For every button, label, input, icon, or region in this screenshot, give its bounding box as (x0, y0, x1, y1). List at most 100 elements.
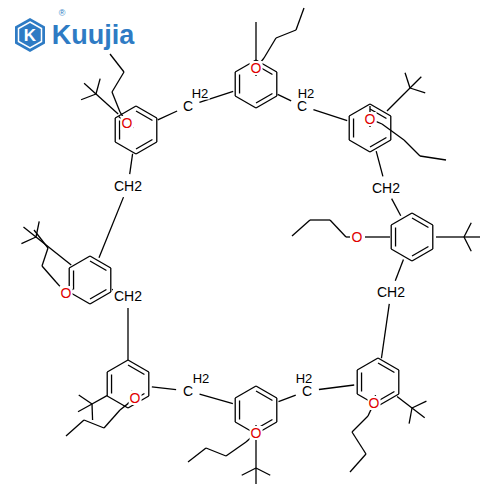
bond-line (464, 237, 471, 251)
bond-line (412, 247, 428, 257)
logo-wordmark: Kuujia (51, 22, 136, 49)
bond-line (112, 92, 120, 112)
bond-line (96, 94, 118, 114)
bond-line (73, 271, 74, 290)
bond-line (410, 88, 425, 93)
bond-line (352, 432, 366, 454)
bond-line (256, 468, 270, 475)
bond-line (111, 375, 112, 394)
bond-line (276, 72, 277, 96)
bond-line (110, 54, 124, 72)
bond-line (242, 468, 256, 475)
bond-line (276, 398, 277, 422)
bond-line (84, 83, 96, 94)
bond-line (357, 370, 358, 394)
bond-line (365, 236, 390, 237)
methylene-group: CH2 (376, 285, 406, 299)
bond-line (92, 396, 107, 404)
bond-line (104, 410, 120, 428)
bond-line (410, 77, 421, 88)
bond-line (34, 230, 48, 248)
bond-line (255, 22, 256, 60)
bond-line (110, 268, 111, 292)
bond-line (412, 218, 428, 228)
methylene-group: CH2 (371, 181, 401, 195)
bond-line (188, 448, 206, 462)
bond-line (398, 370, 399, 394)
bond-line (420, 156, 446, 160)
registered-mark: ® (58, 9, 67, 18)
methylene-group: CH2 (113, 289, 143, 303)
oxygen-atom: O (368, 396, 381, 410)
bond-line (136, 106, 157, 118)
bond-line (391, 225, 392, 249)
bond-line (412, 401, 426, 408)
bond-line (21, 237, 36, 244)
bond-line (239, 75, 240, 94)
bond-line (128, 360, 149, 372)
bond-line (368, 409, 371, 416)
bond-line (378, 392, 394, 402)
bond-line (152, 387, 176, 390)
logo-letter: K (23, 27, 37, 44)
bond-line (84, 420, 104, 428)
bond-line (36, 237, 71, 265)
bond-line (107, 372, 108, 396)
bond-line (256, 386, 277, 398)
bond-lines (21, 8, 480, 484)
bond-line (319, 385, 354, 389)
oxygen-atom: O (60, 286, 73, 300)
bond-line (330, 220, 346, 237)
bond-line (96, 79, 100, 94)
oxygen-atom: O (351, 230, 364, 244)
methylene-carbon: C (296, 99, 308, 113)
bond-line (352, 416, 368, 432)
bond-line (239, 401, 240, 420)
bond-line (42, 248, 48, 266)
bond-line (391, 213, 412, 225)
bond-line (349, 116, 350, 140)
bond-line (409, 408, 412, 424)
bond-line (136, 111, 152, 121)
methylene-h2: H2 (297, 87, 316, 100)
bond-line (357, 358, 378, 370)
bond-line (404, 140, 420, 156)
bond-line (264, 38, 276, 58)
bond-line (313, 110, 347, 121)
bond-line (412, 408, 425, 418)
bond-line (292, 220, 310, 236)
bond-line (128, 365, 144, 375)
bond-line (156, 118, 157, 142)
oxygen-atom: O (250, 426, 263, 440)
bond-line (432, 225, 433, 249)
bond-line (136, 140, 152, 150)
bond-line (346, 236, 350, 237)
bond-line (370, 138, 386, 148)
bond-line (378, 363, 394, 373)
bond-line (136, 142, 157, 154)
bond-line (464, 223, 471, 237)
bond-line (436, 236, 464, 237)
bond-line (397, 397, 412, 408)
bond-line (395, 259, 403, 280)
bond-line (42, 266, 56, 282)
bond-line (206, 448, 226, 456)
bond-line (412, 213, 433, 225)
bond-line (278, 94, 292, 100)
bond-line (90, 292, 111, 304)
bond-line (226, 442, 246, 456)
methylene-h2: H2 (192, 372, 211, 385)
bond-line (79, 395, 92, 404)
oxygen-atom: O (129, 391, 142, 405)
bond-line (66, 420, 84, 436)
bond-line (361, 373, 362, 392)
bond-line (387, 88, 410, 111)
bond-line (278, 395, 295, 401)
bond-line (378, 358, 399, 370)
oxygen-atom: O (250, 61, 263, 75)
bond-line (405, 73, 410, 88)
bond-line (256, 96, 277, 108)
bond-line (235, 386, 256, 398)
bond-line (381, 304, 389, 358)
